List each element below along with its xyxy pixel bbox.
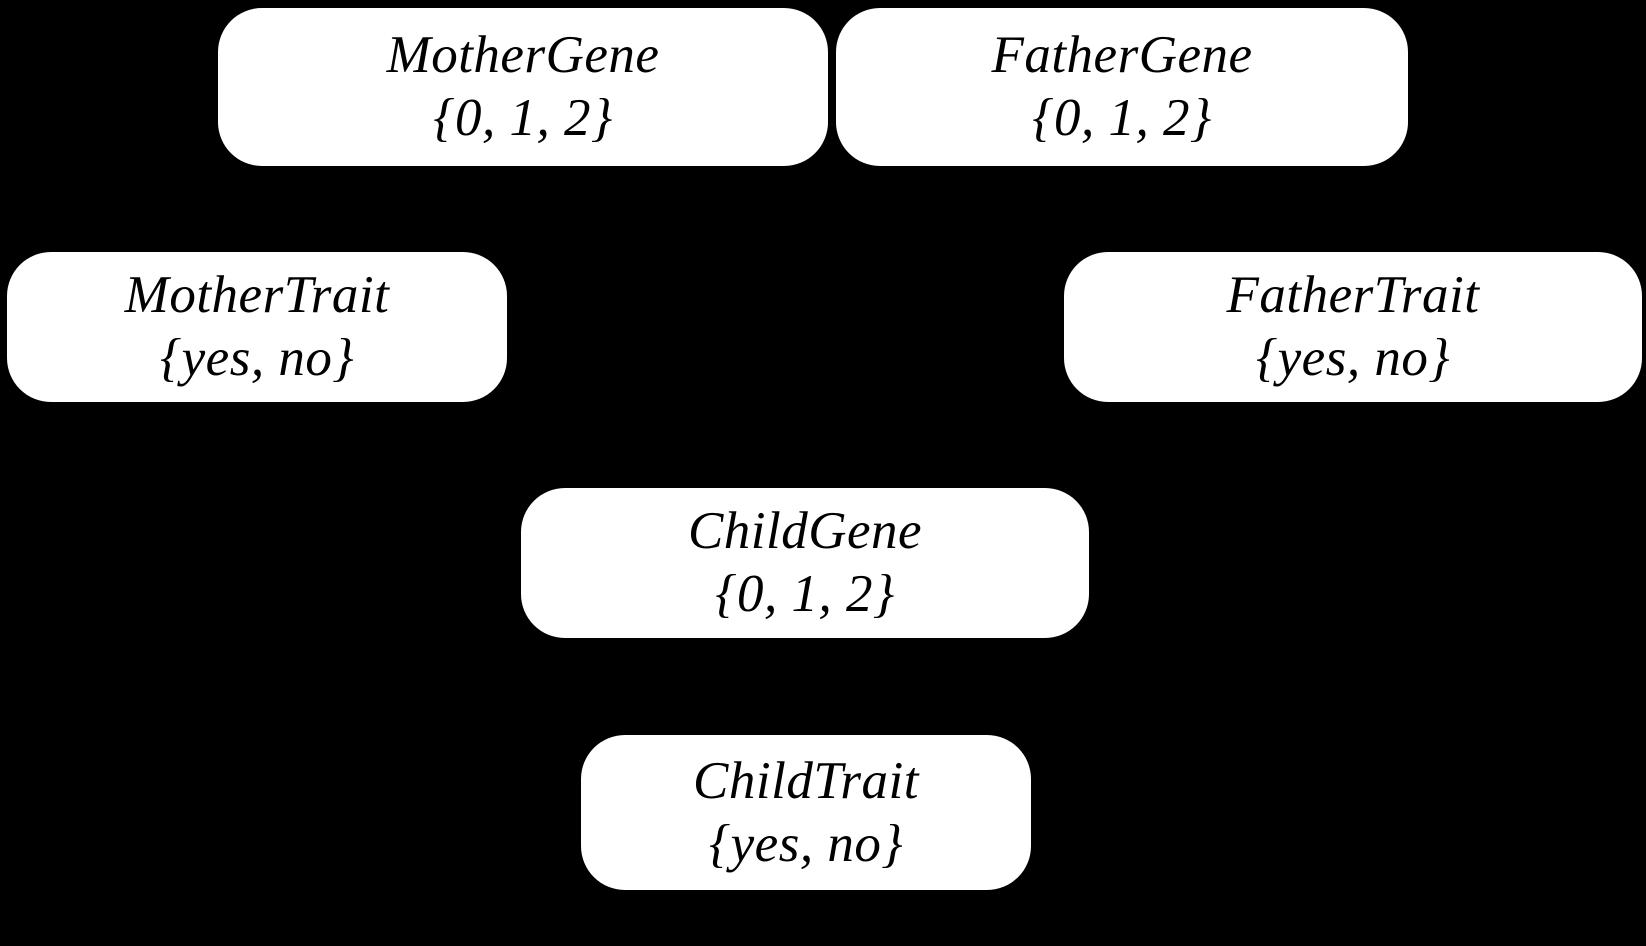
node-mother-gene[interactable]: MotherGene {0, 1, 2}	[218, 8, 828, 166]
node-child-trait-domain: {yes, no}	[708, 814, 904, 873]
node-mother-trait-label: MotherTrait	[124, 266, 390, 325]
node-father-trait-domain: {yes, no}	[1255, 329, 1451, 387]
node-father-trait[interactable]: FatherTrait {yes, no}	[1064, 252, 1642, 402]
node-mother-gene-label: MotherGene	[386, 26, 660, 85]
node-father-gene-domain: {0, 1, 2}	[1032, 89, 1212, 147]
node-child-trait[interactable]: ChildTrait {yes, no}	[581, 735, 1031, 890]
node-mother-trait-domain: {yes, no}	[159, 329, 355, 387]
node-mother-gene-domain: {0, 1, 2}	[433, 89, 613, 147]
node-child-trait-label: ChildTrait	[693, 751, 919, 810]
node-father-trait-label: FatherTrait	[1226, 266, 1480, 325]
node-child-gene-label: ChildGene	[687, 502, 923, 561]
node-father-gene[interactable]: FatherGene {0, 1, 2}	[836, 8, 1408, 166]
node-child-gene[interactable]: ChildGene {0, 1, 2}	[521, 488, 1089, 638]
node-mother-trait[interactable]: MotherTrait {yes, no}	[7, 252, 507, 402]
node-child-gene-domain: {0, 1, 2}	[715, 565, 895, 623]
node-father-gene-label: FatherGene	[991, 26, 1253, 85]
